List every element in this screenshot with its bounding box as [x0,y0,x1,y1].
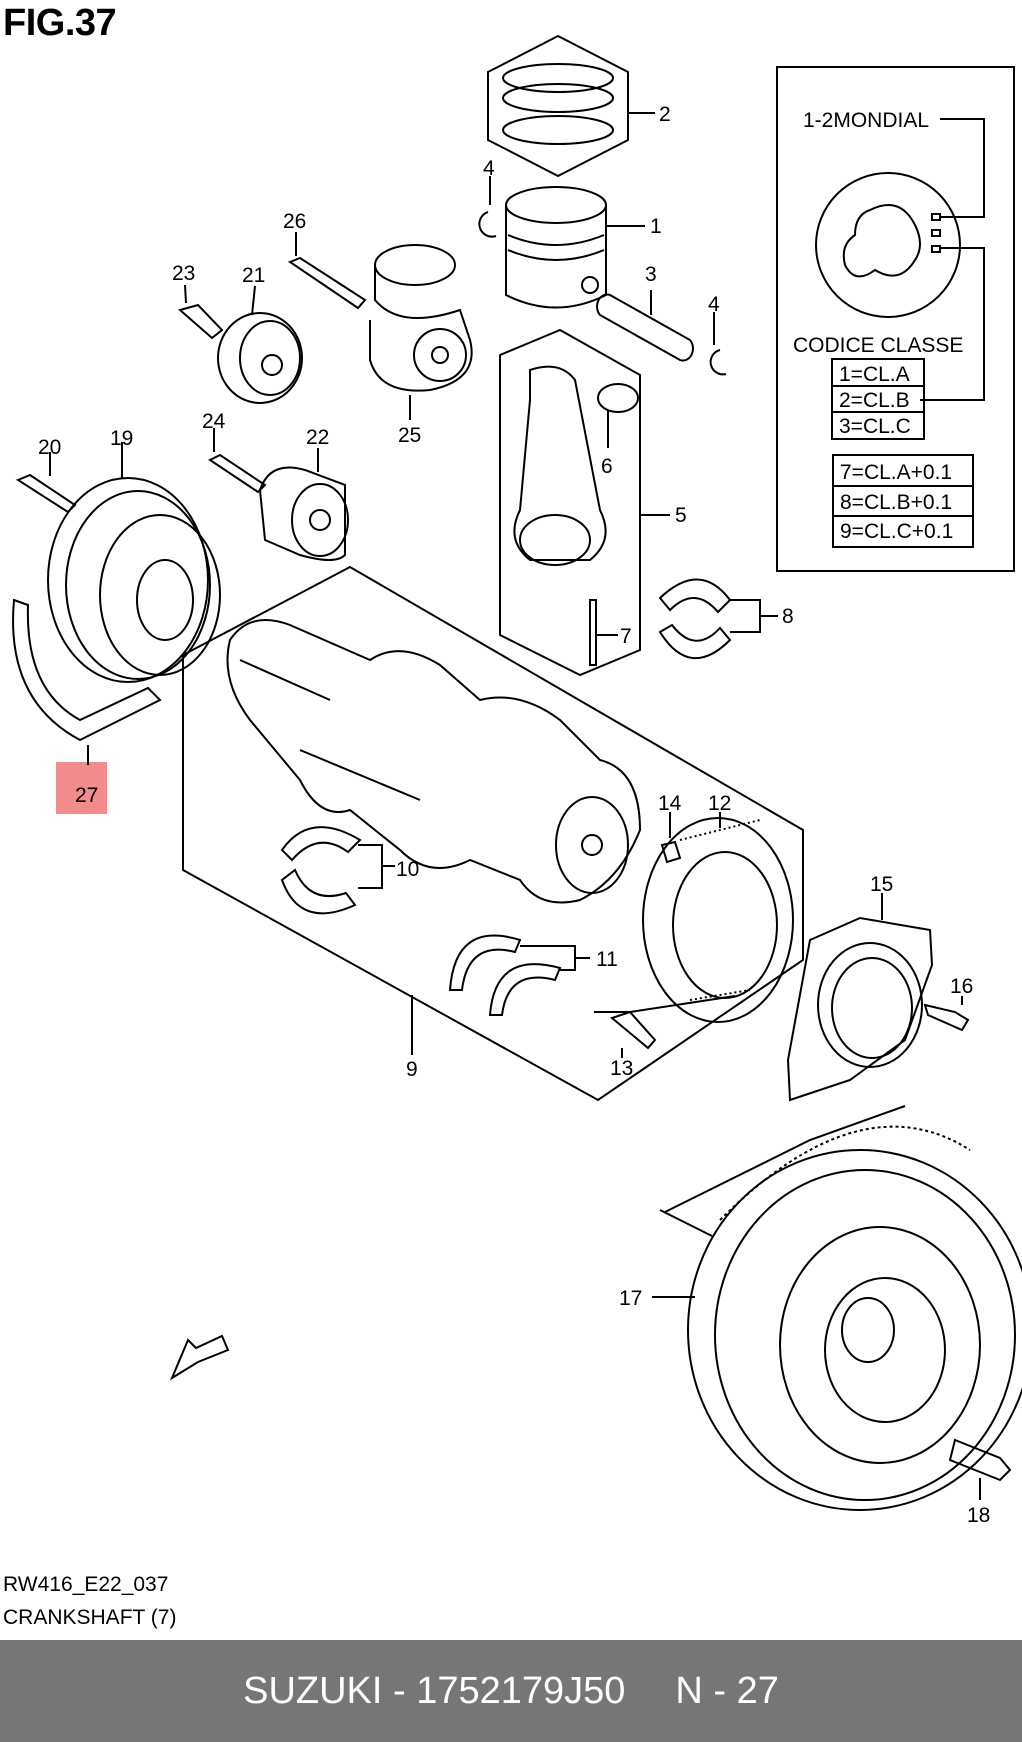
bolt-16-drawing [923,1003,970,1032]
callout-2: 2 [659,103,671,126]
callout-26: 26 [283,210,306,233]
legend-class-9: 9=CL.C+0.1 [840,520,953,543]
callout-20: 20 [38,436,61,459]
thrust-washer-drawing [448,934,590,1016]
bolt-13-drawing [609,1010,657,1050]
exploded-parts-diagram: 1 2 3 4 4 5 6 7 8 9 10 11 12 13 14 15 16… [12,34,1022,1527]
legend-class-1: 1=CL.A [839,363,910,386]
bolt-18-drawing [948,1438,1012,1482]
belt-tensioner-drawing [369,244,473,420]
footer-bar: SUZUKI - 1752179J50 N - 27 [0,1640,1022,1742]
legend-class-3: 3=CL.C [839,415,911,438]
connecting-rod-drawing [499,328,670,677]
bolt-23-drawing [177,303,224,340]
callout-24: 24 [202,410,226,433]
legend-class-7: 7=CL.A+0.1 [840,461,952,484]
callout-19: 19 [110,427,133,450]
rear-oil-seal-drawing [786,893,934,1102]
callout-5: 5 [675,504,687,527]
piston-pin-drawing [596,290,694,362]
callout-4-lower: 4 [708,293,720,316]
piston-drawing [505,186,645,309]
bolt-26-drawing [287,256,367,310]
callout-7: 7 [620,625,632,648]
figure-caption: CRANKSHAFT (7) [3,1606,177,1629]
callout-13: 13 [610,1057,633,1080]
figure-code: RW416_E22_037 [3,1573,169,1596]
main-bearing-drawing [280,826,395,915]
class-legend-box [776,66,1015,572]
piston-rings-drawing [487,34,655,178]
drive-belt-drawing [12,598,162,742]
callout-10: 10 [396,858,419,881]
circlip-lower-drawing [709,349,727,376]
legend-class-2: 2=CL.B [839,389,910,412]
callout-23: 23 [172,262,195,285]
footer-ref: N - 27 [675,1669,779,1712]
highlight-box-27 [56,762,107,814]
callout-15: 15 [870,873,893,896]
legend-codice-classe: CODICE CLASSE [793,334,963,357]
forward-arrow-icon [169,1334,230,1381]
conrod-bearing-drawing [658,578,778,659]
callout-22: 22 [306,426,329,449]
callout-1: 1 [650,215,662,238]
legend-mondial: 1-2MONDIAL [803,109,929,132]
callout-12: 12 [708,792,731,815]
callout-9: 9 [406,1058,418,1081]
callout-4-upper: 4 [483,157,495,180]
callout-21: 21 [242,264,265,287]
crankshaft-drawing [182,565,804,1102]
callout-8: 8 [782,605,794,628]
crankshaft-pulley-drawing [47,442,221,683]
callout-25: 25 [398,424,421,447]
figure-title: FIG.37 [3,2,117,44]
callout-17: 17 [619,1287,642,1310]
flywheel-drawing [652,1105,1022,1511]
callout-16: 16 [950,975,973,998]
bolt-24-drawing [208,453,267,494]
callout-27: 27 [75,784,98,807]
callout-18: 18 [967,1504,990,1527]
callout-6: 6 [601,455,613,478]
callout-14: 14 [658,792,682,815]
legend-class-8: 8=CL.B+0.1 [840,491,952,514]
idler-pulley-22-drawing [258,448,349,561]
circlip-upper-drawing [478,211,497,238]
bolt-20-drawing [15,473,77,514]
callout-11: 11 [596,948,618,971]
callout-3: 3 [645,263,657,286]
pin-14-drawing [660,840,682,864]
idler-pulley-drawing [217,285,303,404]
footer-brand-part: SUZUKI - 1752179J50 [243,1669,626,1712]
